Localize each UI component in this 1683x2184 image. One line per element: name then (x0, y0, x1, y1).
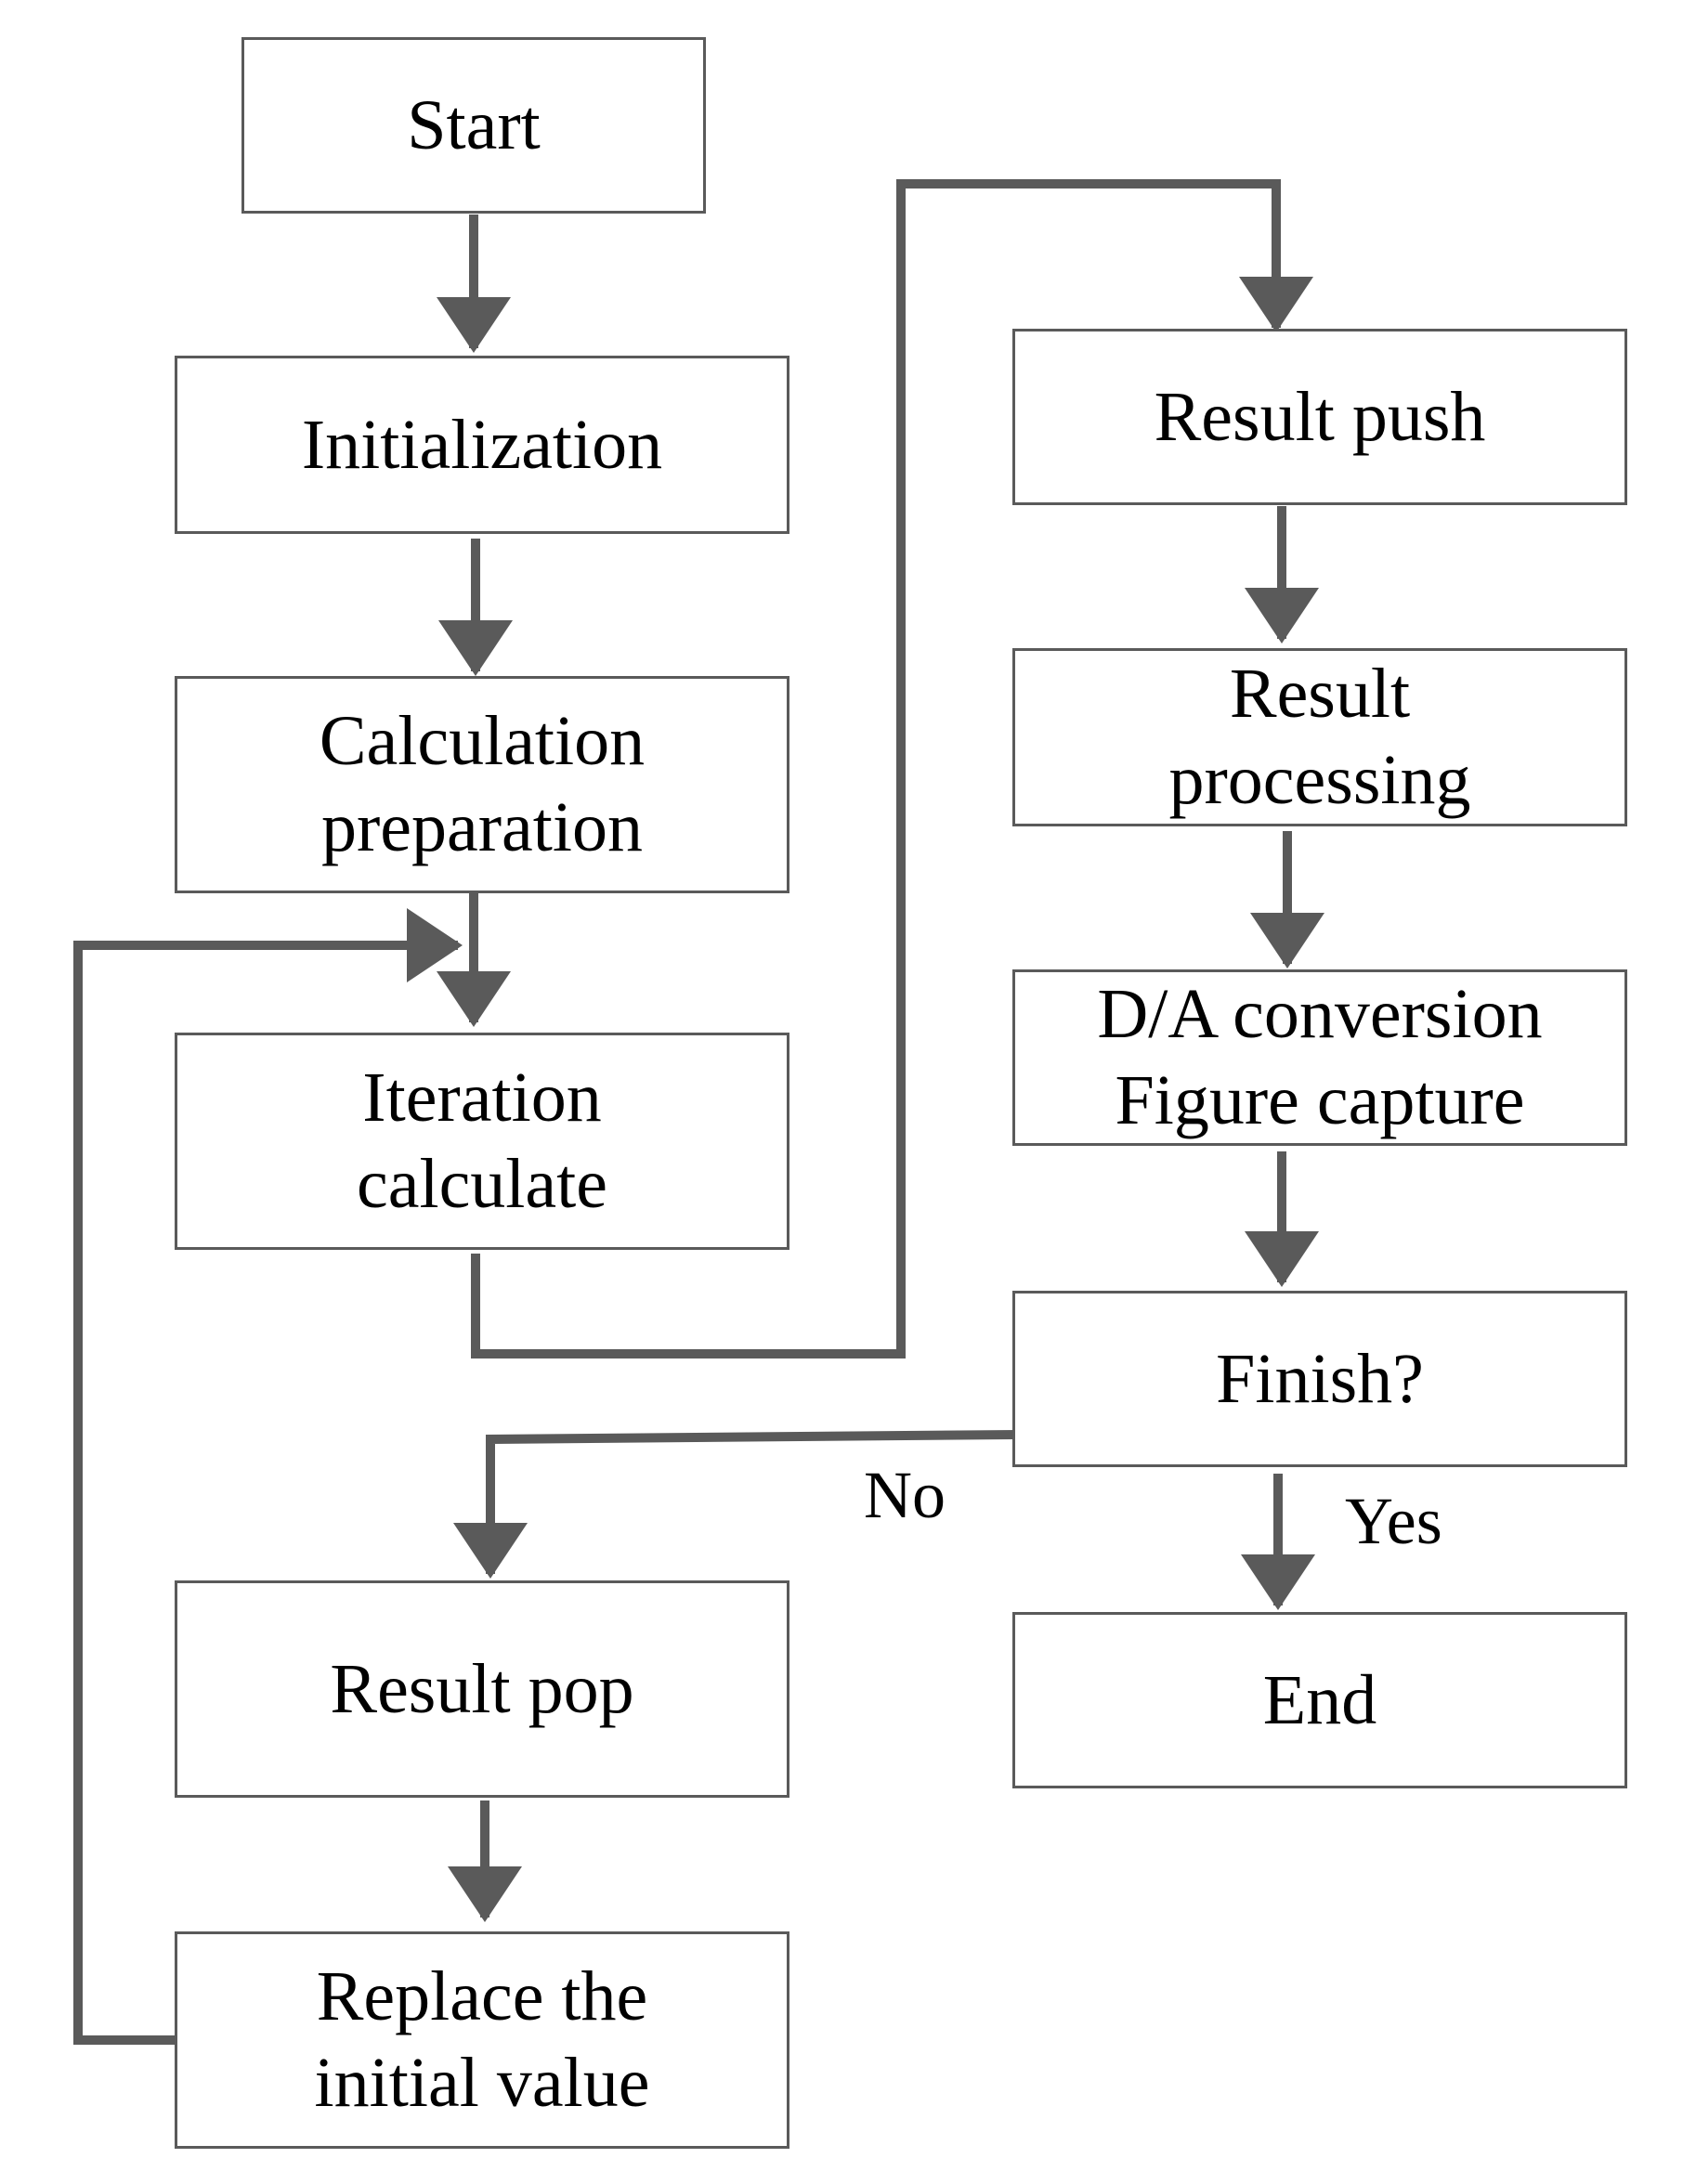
node-result-processing-label: Result processing (1168, 655, 1471, 819)
node-initialization-label: Initialization (301, 405, 663, 484)
node-result-push: Result push (1012, 329, 1627, 505)
node-start: Start (241, 37, 706, 214)
node-result-pop: Result pop (175, 1580, 789, 1798)
node-result-push-label: Result push (1154, 377, 1486, 456)
node-calculation-preparation-label: Calculation preparation (319, 702, 646, 866)
node-end: End (1012, 1612, 1627, 1788)
node-replace-initial-value: Replace the initial value (175, 1931, 789, 2149)
node-result-pop-label: Result pop (330, 1649, 634, 1728)
edge-label-yes: Yes (1345, 1484, 1442, 1558)
node-iteration-calculate-label: Iteration calculate (356, 1059, 607, 1223)
edge-iteration-to-result-push (471, 179, 1313, 1358)
node-replace-initial-value-label: Replace the initial value (314, 1957, 650, 2122)
node-result-processing: Result processing (1012, 648, 1627, 826)
node-initialization: Initialization (175, 356, 789, 534)
node-start-label: Start (407, 85, 541, 164)
node-da-conversion-label: D/A conversion Figure capture (1097, 975, 1543, 1139)
node-finish-label: Finish? (1216, 1339, 1424, 1418)
node-finish: Finish? (1012, 1291, 1627, 1467)
node-da-conversion: D/A conversion Figure capture (1012, 969, 1627, 1146)
node-end-label: End (1262, 1660, 1377, 1739)
node-iteration-calculate: Iteration calculate (175, 1033, 789, 1250)
edge-finish-to-result-pop (453, 1429, 1020, 1579)
node-calculation-preparation: Calculation preparation (175, 676, 789, 893)
edge-replace-loop-back (73, 908, 463, 2045)
edge-label-no: No (864, 1458, 946, 1532)
